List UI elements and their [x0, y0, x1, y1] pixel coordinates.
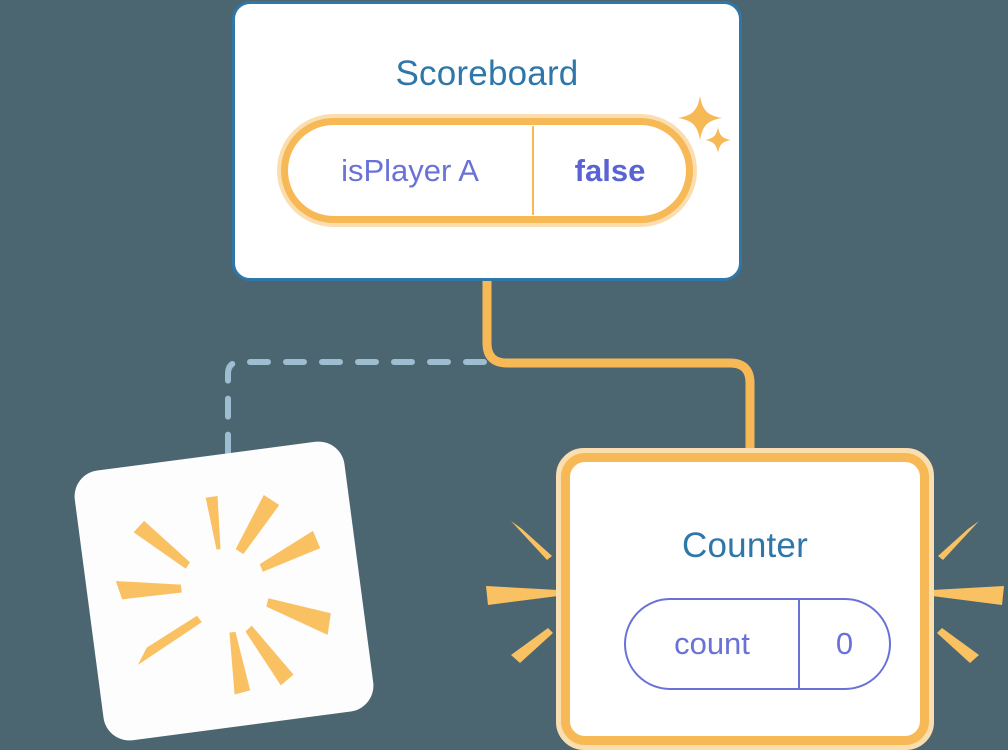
counter-card-surface: Counter count 0	[561, 453, 929, 745]
pill-divider	[532, 126, 534, 215]
sparkle-large-icon	[678, 96, 722, 140]
pill-divider	[798, 600, 800, 688]
counter-right-rays-icon	[932, 521, 1004, 663]
counter-state-value: 0	[835, 626, 854, 661]
scoreboard-card[interactable]: Scoreboard isPlayer A false	[232, 1, 742, 281]
scoreboard-title: Scoreboard	[395, 54, 579, 93]
scoreboard-state-key: isPlayer A	[341, 152, 479, 188]
pill-body: isPlayer A false	[281, 118, 693, 223]
sparkle-small-icon	[705, 127, 731, 153]
connector-scoreboard-to-counter	[482, 281, 755, 462]
burst-card	[71, 438, 377, 744]
counter-left-rays-icon	[486, 521, 558, 663]
scoreboard-state-pill[interactable]: isPlayer A false	[277, 114, 697, 227]
counter-card[interactable]: Counter count 0	[556, 448, 934, 750]
scoreboard-state-value: false	[574, 152, 646, 188]
counter-state-key: count	[674, 626, 750, 661]
connector-scoreboard-to-burst-card	[225, 359, 487, 485]
counter-state-pill[interactable]: count 0	[624, 598, 891, 690]
counter-title: Counter	[682, 526, 808, 565]
burst-rays-icon	[115, 494, 331, 695]
